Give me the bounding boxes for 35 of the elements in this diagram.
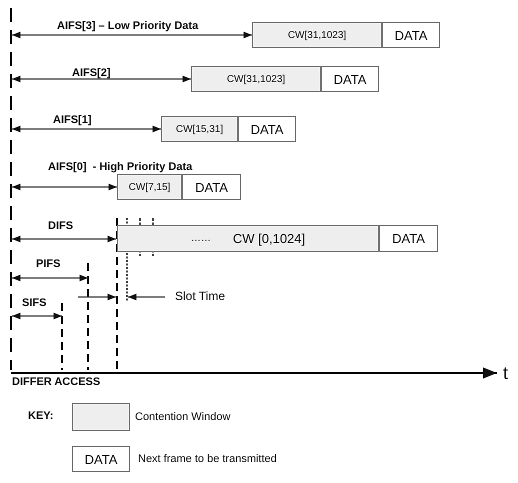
label: DIFS — [48, 221, 74, 232]
label: Slot Time — [175, 290, 226, 302]
label: PIFS — [36, 259, 60, 270]
label: AIFS[1] — [53, 115, 92, 126]
data-frame-box — [382, 22, 440, 48]
legend-data-sample: DATA — [72, 446, 130, 472]
box-text: CW[7,15] — [128, 182, 170, 192]
contention-window-box — [161, 116, 238, 142]
legend-text: Next frame to be transmitted — [138, 454, 277, 465]
box-text: DATA — [392, 231, 425, 246]
box-text: CW[31,1023] — [288, 30, 346, 40]
box-text: CW [0,1024] — [232, 231, 306, 246]
box-text: DATA — [195, 180, 228, 194]
label: AIFS[3] – Low Priority Data — [57, 21, 198, 32]
box-text: CW[31,1023] — [226, 74, 286, 84]
data-frame-box — [379, 225, 438, 252]
axis-label: t — [503, 364, 508, 382]
box-text: …… — [190, 233, 211, 244]
data-frame-box — [238, 116, 296, 142]
label: DIFFER ACCESS — [12, 377, 100, 388]
box-text: DATA — [394, 28, 428, 42]
label: KEY: — [28, 411, 54, 422]
contention-window-box — [117, 174, 182, 200]
contention-window-box — [117, 225, 379, 252]
box-text: CW[15,31] — [176, 124, 224, 134]
label: AIFS[0] - High Priority Data — [48, 162, 192, 173]
label: AIFS[2] — [72, 68, 110, 79]
data-frame-box — [321, 66, 379, 92]
label: SIFS — [22, 298, 46, 309]
contention-window-box — [191, 66, 321, 92]
data-frame-box — [182, 174, 241, 200]
box-text: DATA — [250, 122, 284, 136]
box-text: DATA — [334, 72, 366, 86]
legend-text: Contention Window — [135, 412, 230, 423]
contention-window-box — [252, 22, 382, 48]
